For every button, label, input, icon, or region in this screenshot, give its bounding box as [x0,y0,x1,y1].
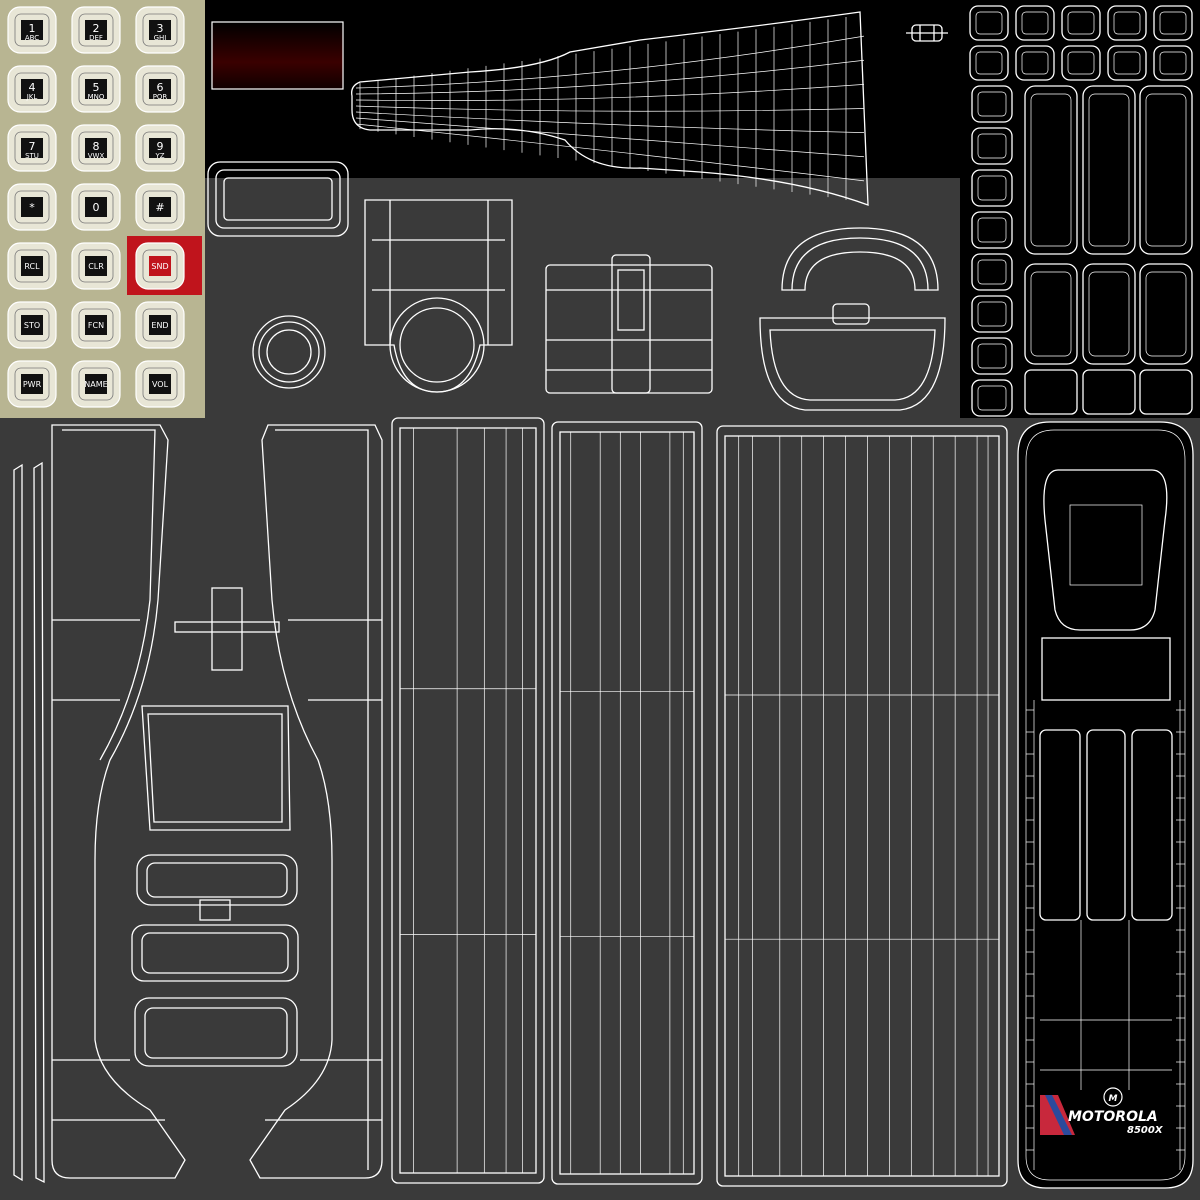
center-cross [174,587,280,671]
key-label: SND [151,262,168,271]
key-sublabel: STU [25,152,39,160]
key-label: 5 [93,81,100,94]
key-end: END [135,301,185,349]
cradle-piece [759,303,946,411]
key-label: RCL [24,262,40,271]
key-label: # [155,201,164,214]
clip-piece [364,199,513,393]
arch-piece [781,227,939,291]
model-label: 8500X [1127,1125,1164,1136]
key-sublabel: YZ [154,152,164,160]
ring-piece [252,315,326,389]
key-label: 0 [93,201,100,214]
back-panel-2 [551,421,703,1185]
key-sublabel: PQR [153,93,168,101]
key-fcn: FCN [71,301,121,349]
key-clr: CLR [71,242,121,290]
key-label: NAME [84,380,107,389]
key-pwr: PWR [7,360,57,408]
key-label: 9 [157,140,164,153]
key-label: CLR [88,262,104,271]
brand-logo: MOTOROLA [1068,1109,1158,1125]
key-sublabel: MNO [88,93,105,101]
back-panel-3 [716,425,1008,1187]
key-name: NAME [71,360,121,408]
key-label: 4 [29,81,36,94]
side-strips [13,461,45,1184]
key-sto: STO [7,301,57,349]
button-grid [969,5,1193,417]
display-lens [211,21,344,90]
speaker-cutout [141,705,291,831]
faceplate: M MOTOROLA 8500X [1017,421,1194,1189]
frame-piece [207,161,349,237]
nav-buttons [131,854,299,1067]
key-rcl: RCL [7,242,57,290]
svg-text:M: M [1109,1094,1118,1104]
key-0: 0 [71,183,121,231]
connector-piece [545,254,713,394]
key-sublabel: DEF [89,34,103,42]
key-label: 3 [157,22,164,35]
key-label: 7 [29,140,36,153]
key-sublabel: JKL [26,93,38,101]
key-star: * [7,183,57,231]
key-9: 9YZ [135,124,185,172]
key-label: * [29,201,35,214]
key-hash: # [135,183,185,231]
key-label: STO [24,321,40,330]
key-label: 8 [93,140,100,153]
key-label: 2 [93,22,100,35]
key-label: PWR [23,380,42,389]
key-vol: VOL [135,360,185,408]
key-label: END [151,321,168,330]
key-label: 1 [29,22,36,35]
key-sublabel: ABC [25,34,39,42]
mid-panel-step [355,178,570,218]
key-label: 6 [157,81,164,94]
key-snd: SND [127,236,202,295]
key-label: VOL [152,380,169,389]
key-label: FCN [88,321,104,330]
front-shell-right [249,424,383,1179]
mid-panel-step2 [570,212,960,222]
bolt-piece [906,24,948,42]
back-panel-1 [391,417,545,1184]
keypad: 1ABC2DEF3GHI4JKL5MNO6PQR7STU8VWX9YZ*0#RC… [7,6,202,408]
front-shell-left [51,424,186,1179]
key-sublabel: GHI [154,34,167,42]
antenna-mesh [351,11,869,206]
key-sublabel: VWX [88,152,105,160]
